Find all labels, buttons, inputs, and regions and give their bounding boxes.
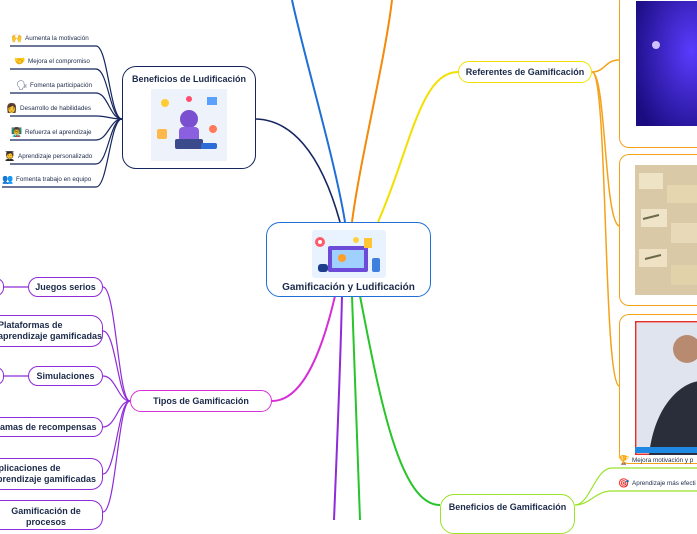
- person-icon: 👩: [6, 102, 18, 113]
- target-icon: 🎯: [618, 477, 630, 488]
- ludificacion-item[interactable]: 🗣 Fomenta participación: [16, 79, 92, 90]
- connector-referentes-card3: [591, 71, 620, 387]
- ludificacion-item[interactable]: 👨‍🏫 Refuerza el aprendizaje: [11, 126, 92, 137]
- connector-referentes: [377, 71, 459, 223]
- handshake-icon: 🤝: [14, 55, 26, 66]
- topic-beneficios-ludificacion-title: Beneficios de Ludificación: [131, 74, 247, 84]
- gamificacion-leaf-connectors: [574, 467, 697, 506]
- central-topic-title: Gamificación y Ludificación: [282, 282, 415, 293]
- referente-card-1[interactable]: [619, 0, 697, 148]
- referente-photo-1: [636, 1, 697, 126]
- connector-top-blue: [291, 0, 346, 223]
- trophy-icon: 🏆: [618, 454, 630, 465]
- student-icon: 🧑‍🎓: [4, 150, 16, 161]
- raised-hands-icon: 🙌: [11, 32, 23, 43]
- topic-tipos[interactable]: Tipos de Gamificación: [130, 390, 272, 412]
- ludificacion-item[interactable]: 🙌 Aumenta la motivación: [11, 32, 89, 43]
- tipos-item-simulaciones[interactable]: Simulaciones: [28, 366, 103, 386]
- central-topic[interactable]: Gamificación y Ludificación: [266, 222, 431, 297]
- connector-beneficios-ludificacion: [255, 118, 341, 223]
- ludificacion-item[interactable]: 🤝 Mejora el compromiso: [14, 55, 90, 66]
- topic-beneficios-ludificacion[interactable]: Beneficios de Ludificación: [122, 66, 256, 169]
- topic-tipos-title: Tipos de Gamificación: [153, 395, 249, 406]
- gamification-illustration: [311, 230, 386, 278]
- connector-bottom-green: [351, 295, 361, 520]
- speaking-head-icon: 🗣: [16, 79, 28, 90]
- gamificacion-item[interactable]: 🎯 Aprendizaje más efecti: [618, 477, 696, 488]
- connector-beneficios-gamificacion: [359, 295, 441, 506]
- ludificacion-item[interactable]: 👥 Fomenta trabajo en equipo: [2, 173, 92, 184]
- tipos-item-juegos-serios[interactable]: Juegos serios: [28, 277, 103, 297]
- referente-card-3[interactable]: [619, 314, 697, 464]
- tipos-item-plataformas[interactable]: Plataformas de aprendizaje gamificadas: [0, 315, 103, 347]
- tipos-item-aplicaciones[interactable]: Aplicaciones de aprendizaje gamificadas: [0, 458, 103, 490]
- connector-bottom-purple: [333, 295, 343, 520]
- ludificacion-item[interactable]: 👩 Desarrollo de habilidades: [6, 102, 92, 113]
- topic-beneficios-gamificacion-title: Beneficios de Gamificación: [448, 502, 567, 512]
- ludificacion-item[interactable]: 🧑‍🎓 Aprendizaje personalizado: [4, 150, 93, 161]
- ludification-illustration: [151, 89, 227, 161]
- referente-photo-3: [635, 321, 697, 455]
- mind-map-canvas: [2, 0, 697, 520]
- ludificacion-leaf-connectors: [2, 45, 123, 188]
- people-icon: 👥: [2, 173, 14, 184]
- gamificacion-item[interactable]: 🏆 Mejora motivación y p: [618, 454, 694, 465]
- connector-tipos: [271, 295, 336, 402]
- teacher-board-icon: 👨‍🏫: [11, 126, 23, 137]
- topic-referentes[interactable]: Referentes de Gamificación: [458, 61, 592, 83]
- connector-referentes-card1: [591, 59, 620, 73]
- connector-top-orange: [351, 0, 393, 223]
- connector-referentes-card2: [591, 71, 620, 227]
- topic-referentes-title: Referentes de Gamificación: [465, 66, 585, 77]
- tipos-item-procesos[interactable]: Gamificación de procesos: [0, 500, 103, 530]
- referente-photo-2: [635, 165, 697, 295]
- referente-card-2[interactable]: [619, 154, 697, 306]
- topic-beneficios-gamificacion[interactable]: Beneficios de Gamificación: [440, 494, 575, 534]
- tipos-leaf-connectors: [4, 286, 131, 513]
- tipos-item-programas[interactable]: Programas de recompensas: [0, 417, 103, 437]
